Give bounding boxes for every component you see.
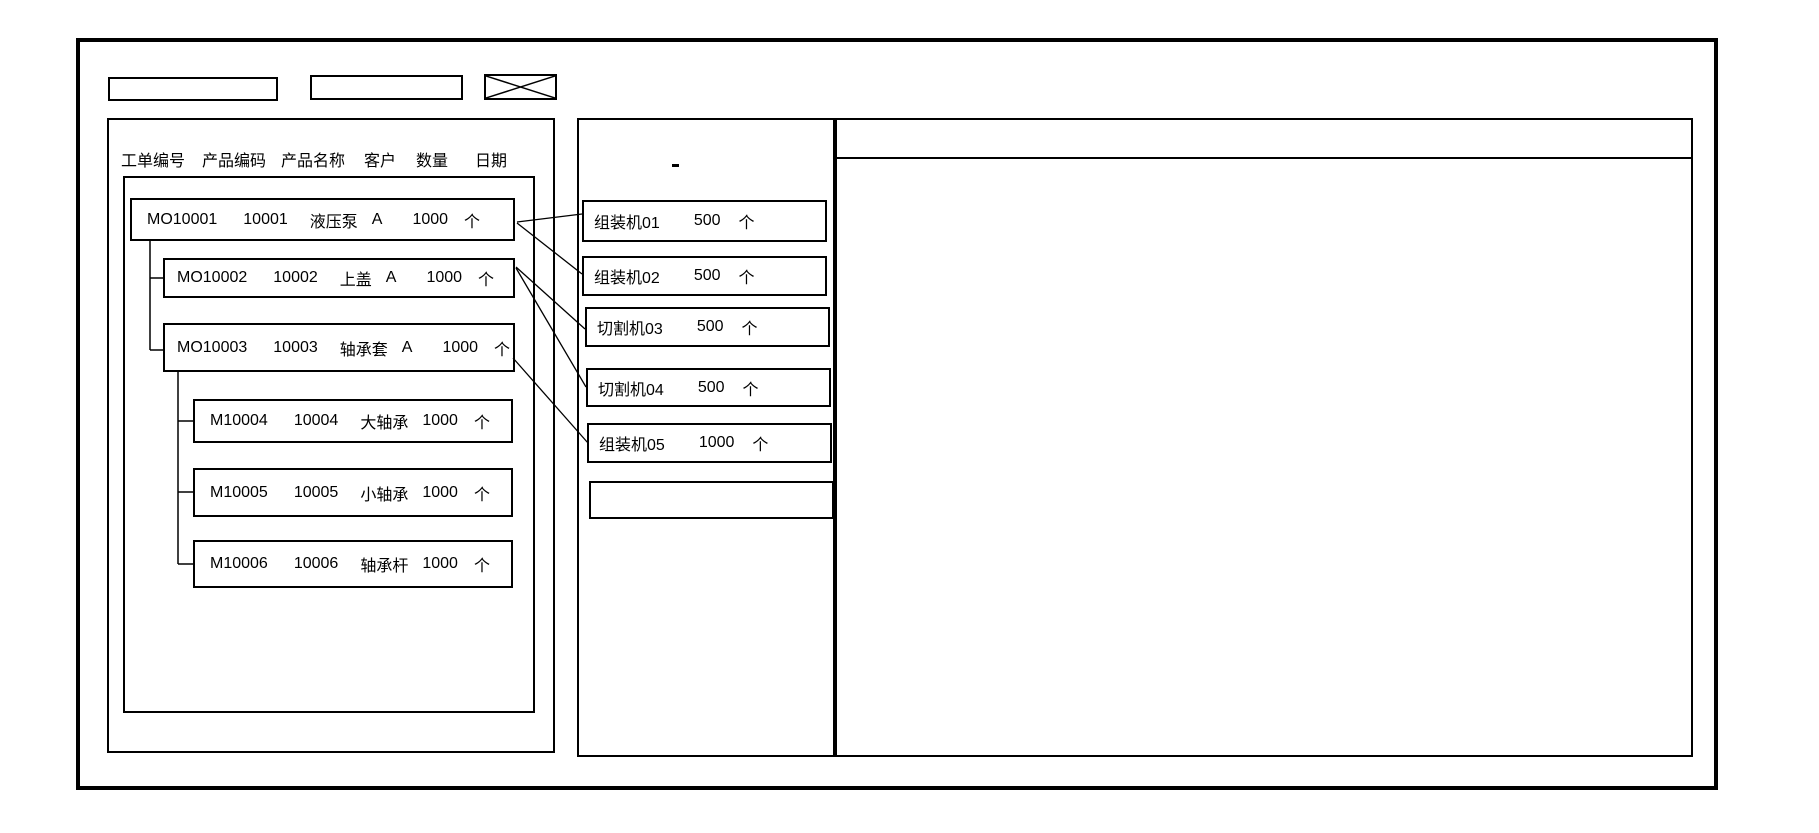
customer: A — [401, 338, 413, 356]
product-code: 10006 — [293, 555, 339, 572]
unit: 个 — [473, 415, 490, 432]
work-order-row-mo10003[interactable]: MO10003 10003 轴承套 A 1000 个 — [163, 323, 515, 372]
unit: 个 — [738, 270, 755, 287]
unit: 个 — [494, 341, 511, 359]
machine-row-qiegeji04[interactable]: 切割机04 500 个 — [586, 368, 831, 407]
machine-qty: 500 — [693, 212, 721, 229]
product-name: 轴承杆 — [360, 558, 409, 575]
customer: A — [371, 210, 383, 228]
product-name: 大轴承 — [360, 415, 409, 432]
machine-row-zuzhuangji01[interactable]: 组装机01 500 个 — [582, 200, 827, 242]
machine-qty: 1000 — [698, 434, 735, 451]
order-no: MO10001 — [147, 210, 218, 228]
unit: 个 — [473, 558, 490, 575]
machine-name: 切割机03 — [597, 321, 663, 338]
product-name: 液压泵 — [309, 213, 358, 231]
quantity: 1000 — [422, 555, 458, 572]
unit: 个 — [741, 321, 758, 338]
machine-name: 切割机04 — [598, 381, 664, 399]
machine-name: 组装机02 — [594, 270, 660, 287]
quantity: 1000 — [422, 483, 458, 501]
header-order-no: 工单编号 — [121, 153, 186, 170]
product-name: 轴承套 — [339, 341, 388, 359]
x-cross-icon — [486, 76, 555, 98]
machine-name: 组装机01 — [594, 215, 660, 232]
work-order-row-mo10001[interactable]: MO10001 10001 液压泵 A 1000 个 — [130, 198, 515, 241]
machine-row-empty[interactable] — [589, 481, 834, 519]
unit: 个 — [478, 272, 495, 289]
product-code: 10004 — [293, 412, 339, 429]
product-name: 上盖 — [339, 272, 372, 289]
work-order-row-m10004[interactable]: M10004 10004 大轴承 1000 个 — [193, 399, 513, 443]
unit: 个 — [473, 486, 490, 504]
work-order-row-m10006[interactable]: M10006 10006 轴承杆 1000 个 — [193, 540, 513, 588]
machine-qty: 500 — [696, 318, 724, 335]
toolbar-field-1[interactable] — [108, 77, 278, 101]
quantity: 1000 — [426, 269, 463, 286]
quantity: 1000 — [412, 210, 449, 228]
detail-panel — [835, 118, 1693, 757]
work-order-row-m10005[interactable]: M10005 10005 小轴承 1000 个 — [193, 468, 513, 517]
machine-qty: 500 — [697, 378, 725, 396]
header-product-code: 产品编码 — [202, 153, 267, 170]
product-name: 小轴承 — [360, 486, 409, 504]
product-code: 10002 — [273, 269, 318, 286]
detail-panel-header-divider — [837, 157, 1692, 159]
order-no: MO10002 — [177, 269, 248, 286]
toolbar-field-2[interactable] — [310, 75, 463, 100]
order-no: M10004 — [210, 412, 268, 429]
machine-row-qiegeji03[interactable]: 切割机03 500 个 — [585, 307, 830, 347]
header-quantity: 数量 — [416, 153, 449, 170]
order-no: M10005 — [210, 483, 268, 501]
unit: 个 — [464, 213, 481, 231]
work-order-tree-container — [123, 176, 535, 713]
product-code: 10001 — [243, 210, 288, 228]
machine-name: 组装机05 — [599, 437, 665, 454]
machine-qty: 500 — [693, 267, 721, 284]
machine-row-zuzhuangji05[interactable]: 组装机05 1000 个 — [587, 423, 832, 463]
product-code: 10003 — [273, 338, 318, 356]
order-no: M10006 — [210, 555, 268, 572]
machine-row-zuzhuangji02[interactable]: 组装机02 500 个 — [582, 256, 827, 296]
header-date: 日期 — [475, 153, 508, 170]
dash-mark — [672, 164, 679, 167]
header-customer: 客户 — [364, 153, 397, 170]
product-code: 10005 — [293, 483, 339, 501]
crossed-placeholder-button[interactable] — [484, 74, 557, 100]
work-order-row-mo10002[interactable]: MO10002 10002 上盖 A 1000 个 — [163, 258, 515, 298]
unit: 个 — [742, 381, 759, 399]
unit: 个 — [738, 215, 755, 232]
quantity: 1000 — [442, 338, 479, 356]
header-product-name: 产品名称 — [281, 153, 346, 170]
customer: A — [385, 269, 397, 286]
unit: 个 — [752, 437, 769, 454]
order-no: MO10003 — [177, 338, 248, 356]
quantity: 1000 — [422, 412, 458, 429]
